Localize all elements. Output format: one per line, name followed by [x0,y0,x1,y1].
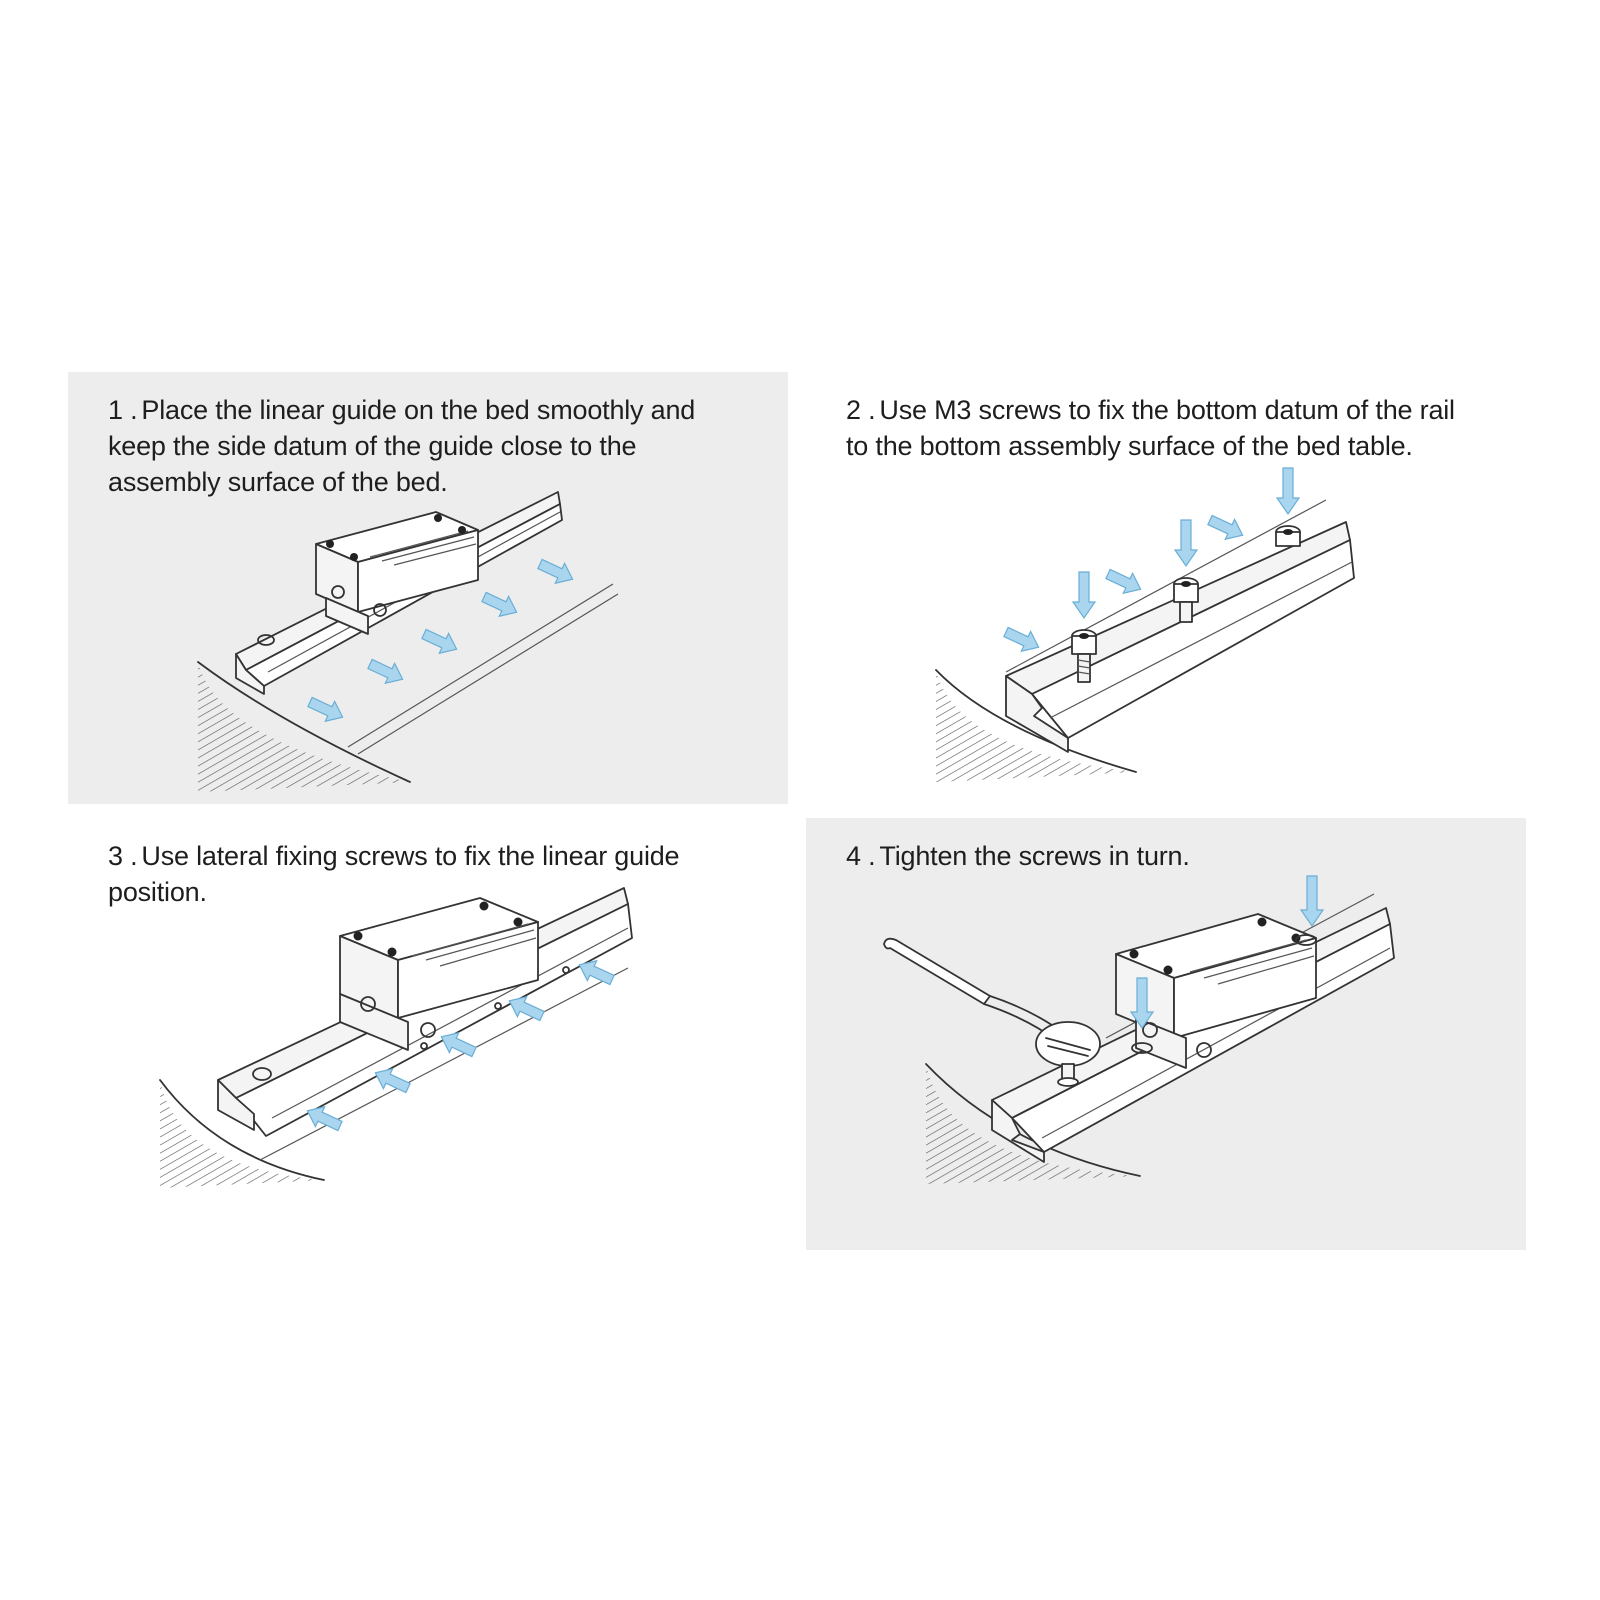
step-number: 3 . [108,841,138,871]
step-4-caption: 4 .Tighten the screws in turn. [846,841,1190,871]
carriage-block-icon [1115,913,1317,1069]
hex-key-icon [883,937,1101,1087]
step-number: 1 . [108,395,138,425]
screw-icon [1071,525,1301,683]
step-2-caption: 2 .Use M3 screws to fix the bottom datum… [846,395,1455,461]
step-panel-1: 1 .Place the linear guide on the bed smo… [68,372,788,804]
bed-surface [935,499,1327,782]
step-3-caption: 3 .Use lateral fixing screws to fix the … [108,841,680,907]
step-panel-4: 4 .Tighten the screws in turn. [806,818,1526,1250]
step-number: 2 . [846,395,876,425]
screw-icon [1131,1042,1153,1054]
carriage-block-icon [339,897,539,1051]
carriage-block-icon [315,511,479,635]
step-1-caption: 1 .Place the linear guide on the bed smo… [108,395,696,497]
step-1-illustration [197,491,619,792]
bed-surface [197,583,619,792]
step-4-illustration [883,875,1395,1184]
step-panel-2: 2 .Use M3 screws to fix the bottom datum… [806,372,1526,804]
step-panel-3: 3 .Use lateral fixing screws to fix the … [68,818,788,1250]
step-3-illustration [159,887,633,1188]
step-2-illustration [935,467,1355,782]
bed-surface [159,967,629,1188]
step-number: 4 . [846,841,876,871]
